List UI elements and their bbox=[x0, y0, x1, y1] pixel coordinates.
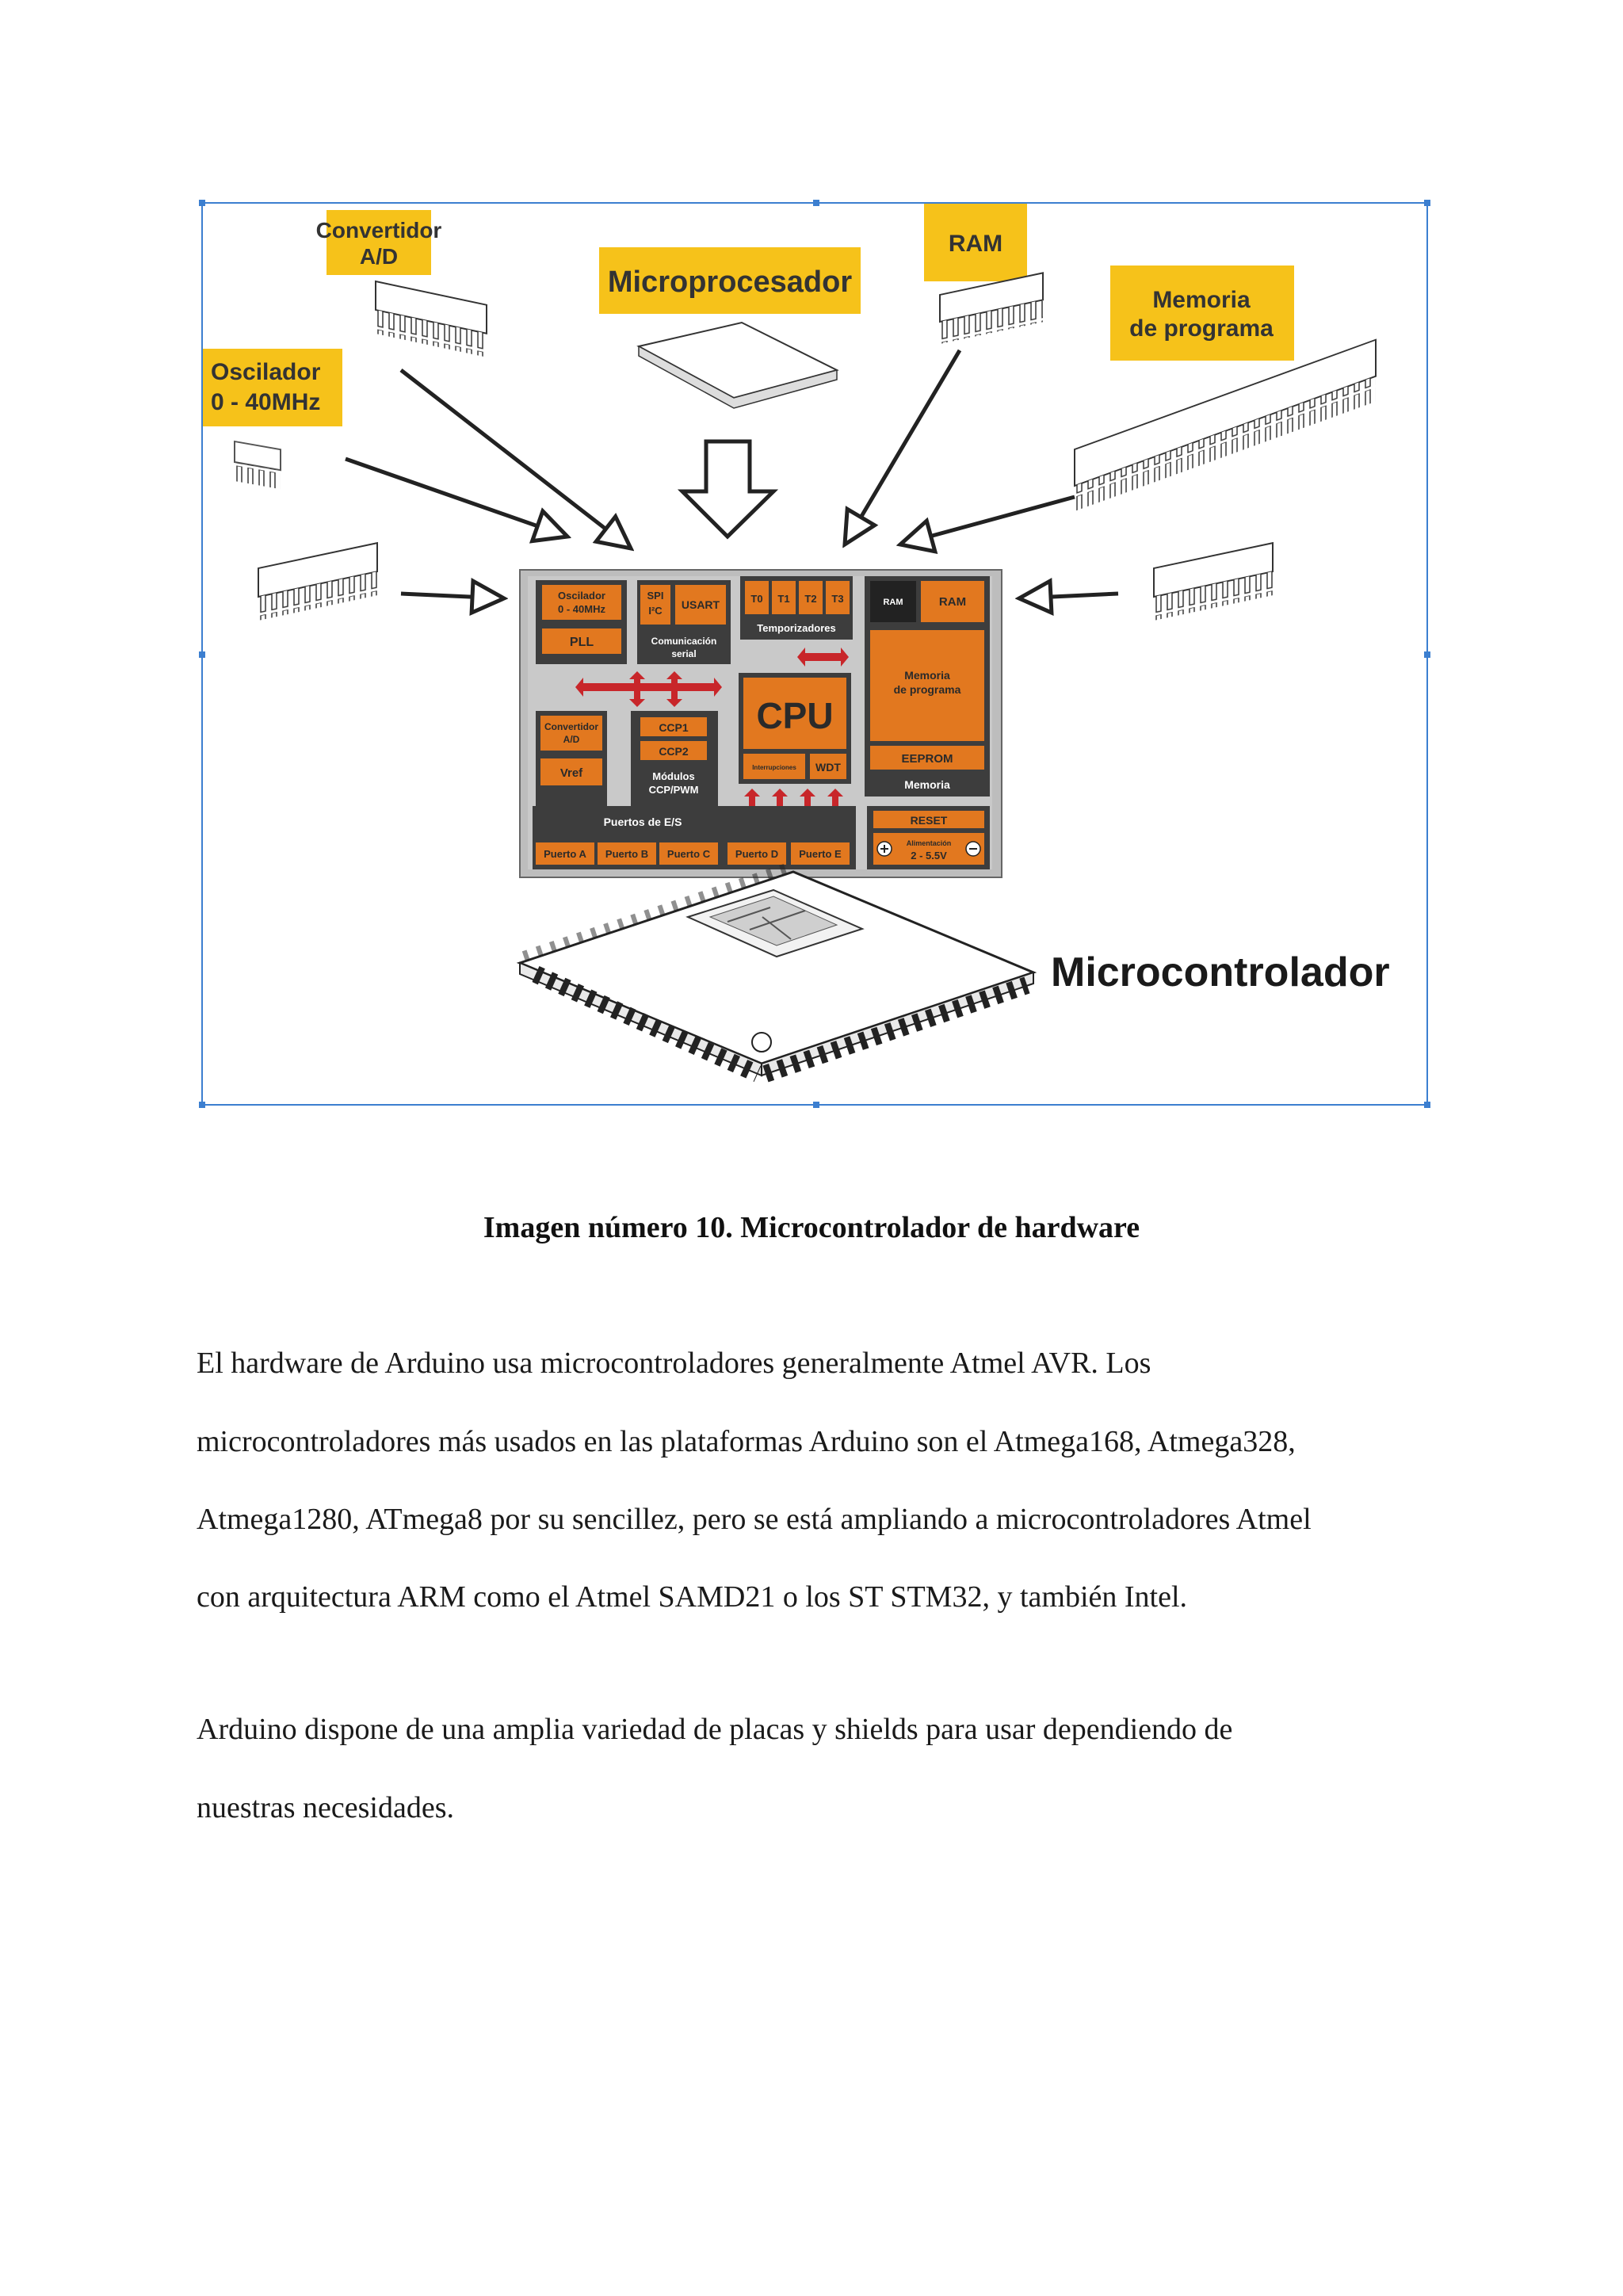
paragraph-line: Atmega1280, ATmega8 por su sencillez, pe… bbox=[197, 1503, 1312, 1536]
svg-text:T2: T2 bbox=[804, 593, 816, 605]
chip-icon bbox=[1074, 338, 1377, 511]
resize-handle[interactable] bbox=[199, 651, 205, 658]
svg-text:serial: serial bbox=[671, 648, 696, 659]
svg-text:T0: T0 bbox=[750, 593, 762, 605]
svg-text:A/D: A/D bbox=[360, 244, 398, 269]
paragraph-line: con arquitectura ARM como el Atmel SAMD2… bbox=[197, 1580, 1188, 1614]
svg-text:CPU: CPU bbox=[756, 695, 833, 736]
resize-handle[interactable] bbox=[1424, 651, 1430, 658]
svg-text:CCP/PWM: CCP/PWM bbox=[649, 784, 699, 796]
svg-text:RAM: RAM bbox=[883, 598, 903, 607]
microcontroller-diagram: Convertidor A/D Microprocesador RAM Memo… bbox=[203, 204, 1390, 1083]
svg-text:Puerto B: Puerto B bbox=[605, 848, 648, 860]
chip-icon bbox=[1153, 541, 1274, 621]
label-microprocesador: Microprocesador bbox=[599, 247, 861, 314]
svg-text:0 - 40MHz: 0 - 40MHz bbox=[558, 603, 605, 615]
resize-handle[interactable] bbox=[199, 1102, 205, 1108]
figure-frame[interactable]: Convertidor A/D Microprocesador RAM Memo… bbox=[199, 200, 1430, 1108]
svg-text:0 - 40MHz: 0 - 40MHz bbox=[211, 389, 320, 415]
svg-text:RAM: RAM bbox=[949, 231, 1002, 257]
svg-text:Interrupciones: Interrupciones bbox=[752, 764, 796, 771]
svg-text:USART: USART bbox=[682, 598, 720, 611]
processor-icon bbox=[636, 321, 839, 409]
svg-text:de programa: de programa bbox=[894, 683, 961, 696]
svg-text:Oscilador: Oscilador bbox=[558, 590, 605, 602]
svg-text:Puerto C: Puerto C bbox=[667, 848, 711, 860]
microcontroller-chip-icon bbox=[516, 862, 1037, 1083]
resize-handle[interactable] bbox=[1424, 200, 1430, 206]
chip-icon bbox=[375, 280, 487, 357]
arrows bbox=[345, 349, 1119, 598]
svg-text:SPI: SPI bbox=[647, 590, 664, 602]
svg-text:A/D: A/D bbox=[563, 734, 580, 745]
svg-text:RAM: RAM bbox=[939, 595, 966, 609]
chip-icon bbox=[234, 440, 281, 490]
svg-text:WDT: WDT bbox=[815, 761, 841, 774]
resize-handle[interactable] bbox=[813, 1102, 819, 1108]
svg-text:Comunicación: Comunicación bbox=[651, 636, 717, 647]
svg-text:CCP2: CCP2 bbox=[659, 745, 689, 758]
svg-text:Puerto D: Puerto D bbox=[735, 848, 778, 860]
svg-text:CCP1: CCP1 bbox=[659, 721, 689, 734]
svg-text:Convertidor: Convertidor bbox=[544, 721, 598, 732]
chip-icon bbox=[258, 541, 378, 621]
microcontroller-die: Oscilador 0 - 40MHz PLL SPI I²C USART Co… bbox=[519, 569, 1002, 878]
label-microcontrolador: Microcontrolador bbox=[1051, 949, 1390, 995]
svg-text:RESET: RESET bbox=[911, 814, 948, 827]
svg-text:Alimentación: Alimentación bbox=[907, 839, 952, 847]
svg-text:Memoria: Memoria bbox=[904, 669, 950, 682]
svg-text:Puerto E: Puerto E bbox=[799, 848, 842, 860]
svg-text:de programa: de programa bbox=[1129, 315, 1274, 342]
svg-text:2 - 5.5V: 2 - 5.5V bbox=[911, 850, 947, 861]
svg-text:Puertos de E/S: Puertos de E/S bbox=[604, 816, 682, 828]
paragraph-line: nuestras necesidades. bbox=[197, 1791, 454, 1824]
figure-caption: Imagen número 10. Microcontrolador de ha… bbox=[483, 1211, 1140, 1244]
resize-handle[interactable] bbox=[199, 200, 205, 206]
svg-text:PLL: PLL bbox=[570, 636, 594, 649]
chip-icon bbox=[939, 272, 1044, 344]
paragraph-line: El hardware de Arduino usa microcontrola… bbox=[197, 1347, 1151, 1380]
svg-text:I²C: I²C bbox=[648, 605, 663, 617]
label-convertidor: Convertidor A/D bbox=[316, 210, 442, 275]
resize-handle[interactable] bbox=[813, 200, 819, 206]
label-oscilador: Oscilador 0 - 40MHz bbox=[203, 349, 342, 426]
svg-text:EEPROM: EEPROM bbox=[901, 752, 953, 766]
label-memoria-programa: Memoria de programa bbox=[1110, 266, 1294, 361]
svg-text:Convertidor: Convertidor bbox=[316, 218, 442, 243]
svg-text:Oscilador: Oscilador bbox=[211, 359, 321, 385]
paragraph-line: Arduino dispone de una amplia variedad d… bbox=[197, 1713, 1233, 1746]
svg-text:Temporizadores: Temporizadores bbox=[757, 622, 835, 634]
svg-text:T3: T3 bbox=[831, 593, 843, 605]
svg-text:Microprocesador: Microprocesador bbox=[608, 266, 853, 299]
svg-text:Vref: Vref bbox=[560, 766, 583, 780]
svg-text:Memoria: Memoria bbox=[1152, 287, 1251, 313]
svg-text:Memoria: Memoria bbox=[904, 778, 950, 791]
resize-handle[interactable] bbox=[1424, 1102, 1430, 1108]
svg-text:Módulos: Módulos bbox=[652, 770, 694, 782]
svg-text:T1: T1 bbox=[777, 593, 789, 605]
svg-text:Puerto A: Puerto A bbox=[544, 848, 586, 860]
label-ram: RAM bbox=[924, 204, 1027, 281]
paragraph-line: microcontroladores más usados en las pla… bbox=[197, 1425, 1296, 1458]
